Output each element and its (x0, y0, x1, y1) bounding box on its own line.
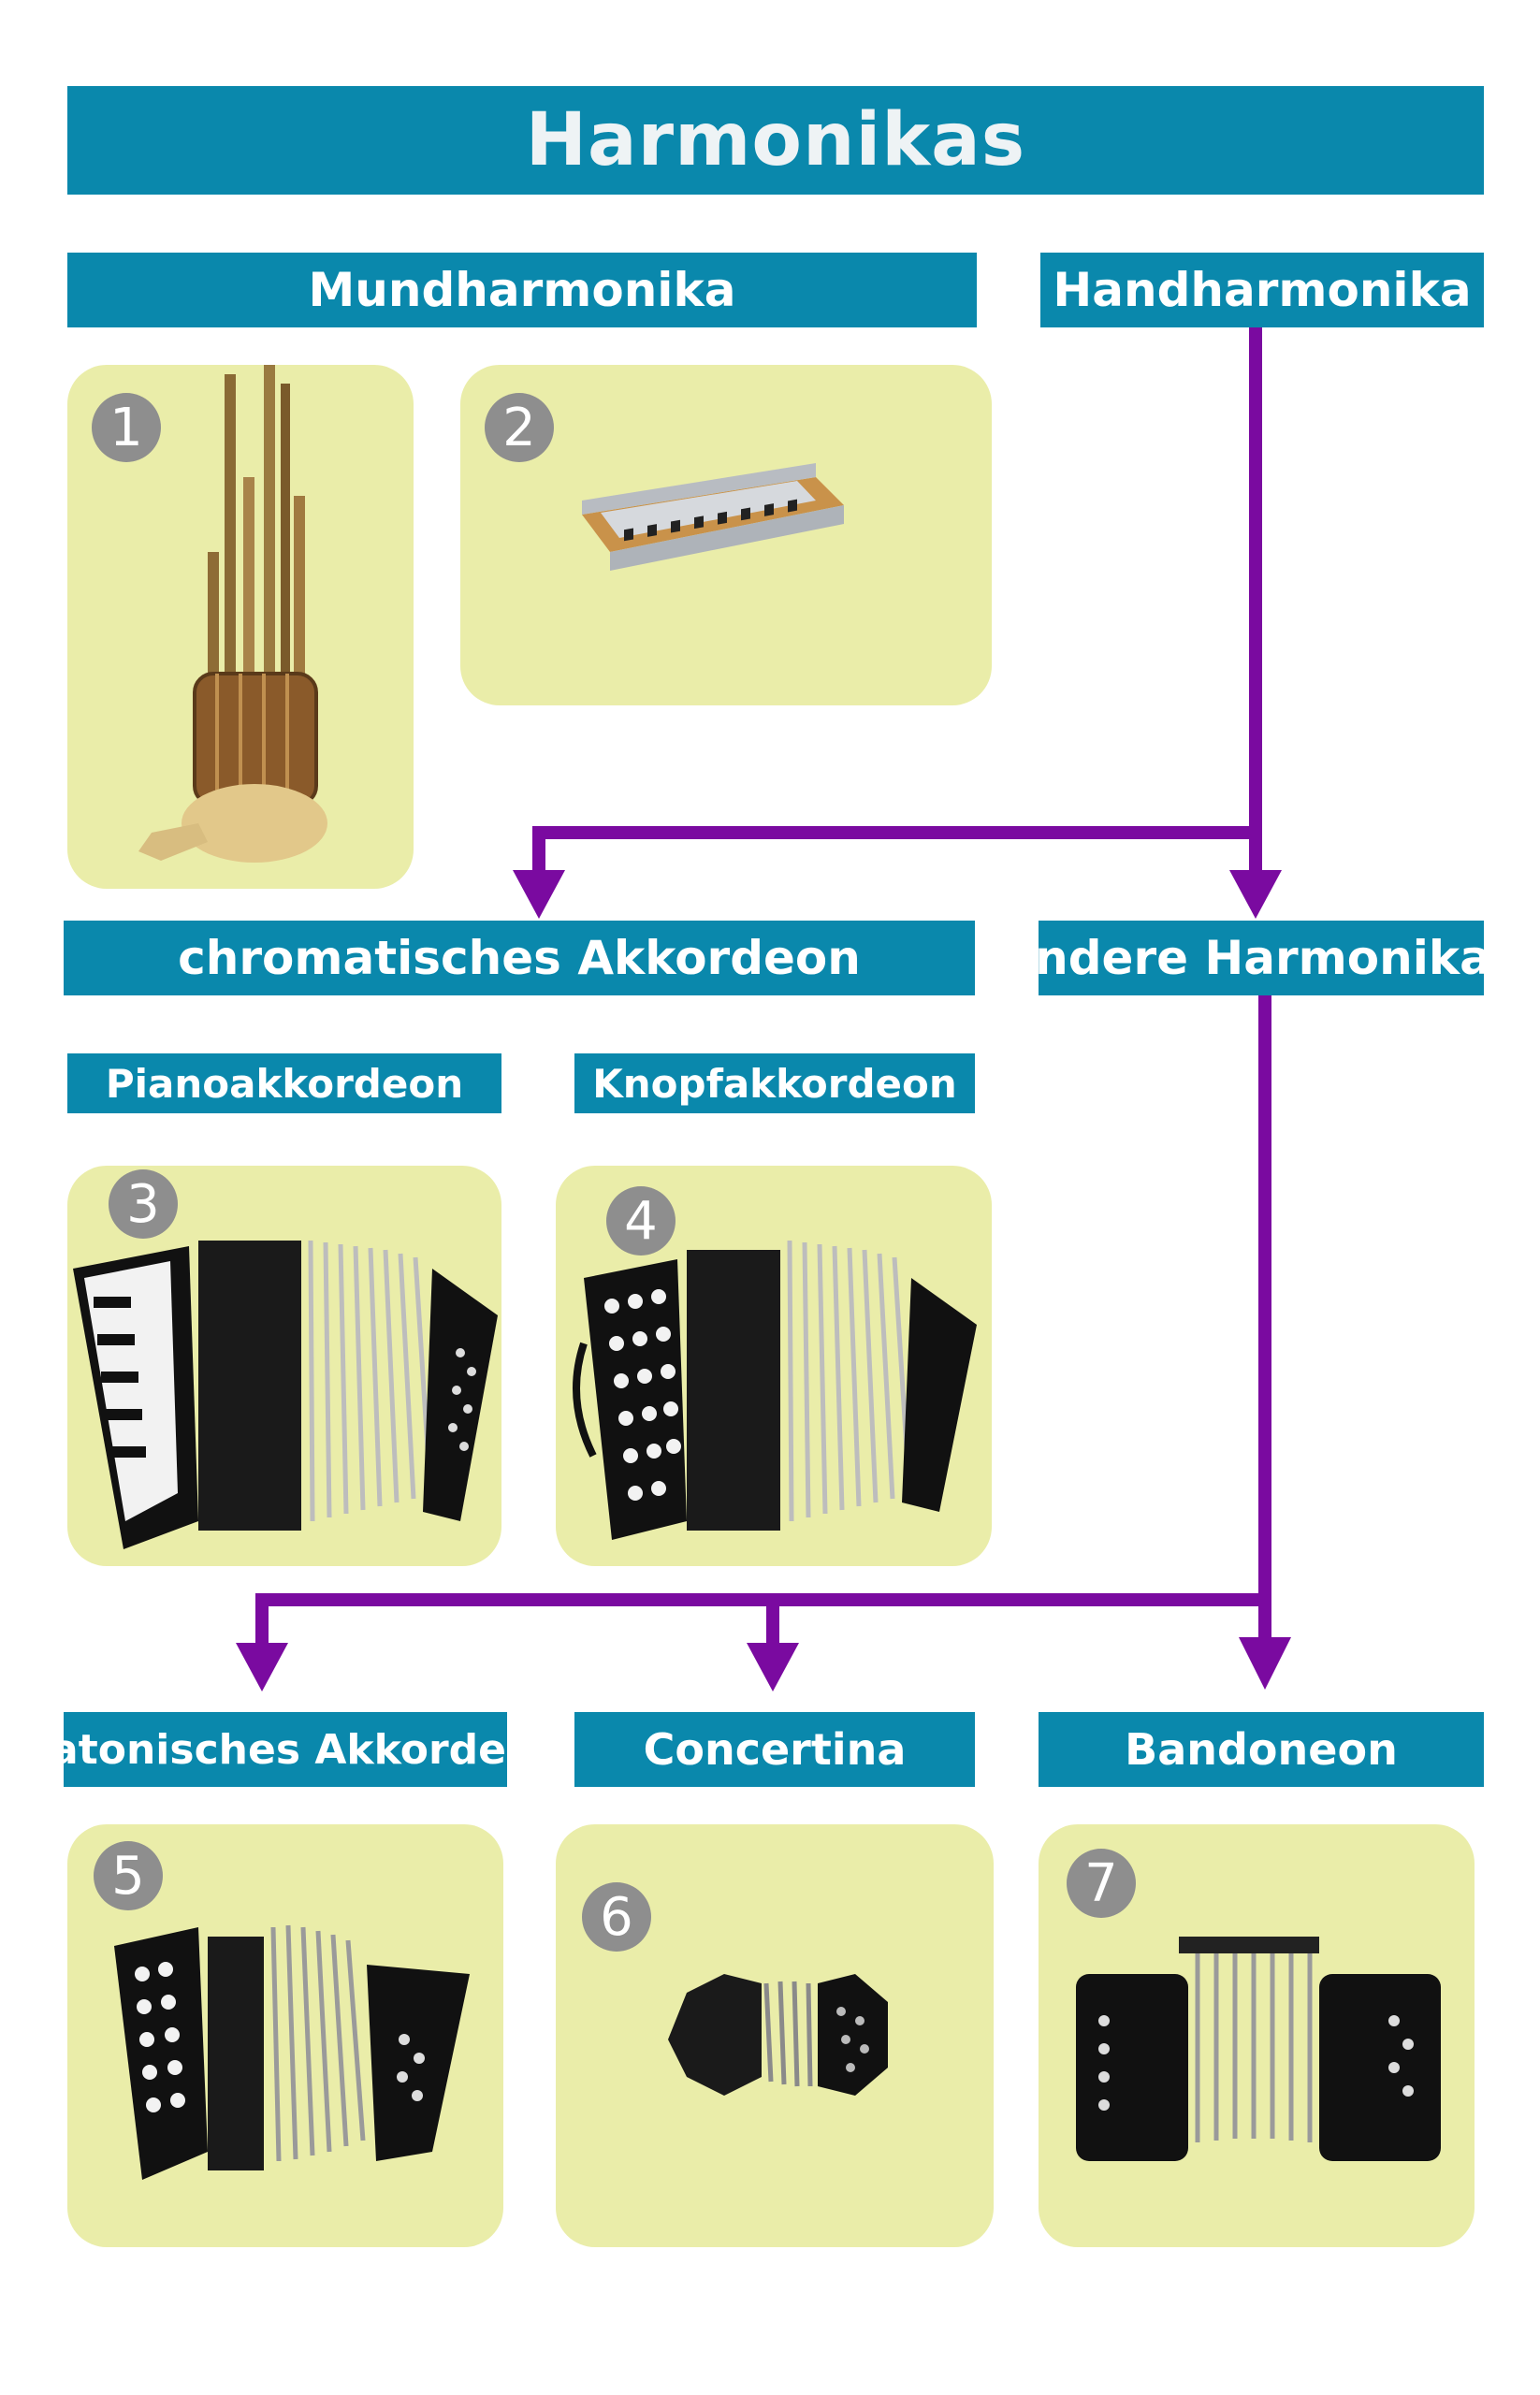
card-concertina: 6 (556, 1824, 994, 2247)
header-chromatisches-akkordeon: chromatisches Akkordeon (64, 921, 975, 995)
header-diatonisches-akkordeon: diatonisches Akkordeon (64, 1712, 507, 1787)
arrowhead-bandoneon (1239, 1637, 1291, 1690)
header-pianoakkordeon: Pianoakkordeon (67, 1053, 501, 1113)
card-harmonica: 2 (460, 365, 992, 705)
header-handharmonika: Handharmonika (1040, 253, 1484, 327)
header-knopfakkordeon: Knopfakkordeon (574, 1053, 975, 1113)
header-bandoneon: Bandoneon (1039, 1712, 1484, 1787)
button-accordion-image (573, 1240, 977, 1540)
arrowhead-chromatisch (513, 870, 565, 919)
badge-4: 4 (606, 1186, 676, 1256)
bandoneon-image (1076, 1937, 1441, 2161)
header-andere-harmonikas: andere Harmonikas (1039, 921, 1484, 995)
harmonica-image (582, 463, 844, 571)
badge-7: 7 (1067, 1849, 1136, 1918)
badge-3: 3 (109, 1169, 178, 1239)
badge-6: 6 (582, 1882, 651, 1952)
header-mundharmonika: Mundharmonika (67, 253, 977, 327)
badge-2: 2 (485, 393, 554, 462)
arrowhead-andere (1229, 870, 1282, 919)
card-diatonic-accordion: 5 (67, 1824, 503, 2247)
card-sheng: 1 (67, 365, 414, 889)
concertina-image (668, 1974, 888, 2096)
diatonic-accordion-image (114, 1924, 470, 2180)
sheng-image (138, 365, 327, 863)
diagram-title: Harmonikas (67, 86, 1484, 195)
card-button-accordion: 4 (556, 1166, 992, 1566)
badge-1: 1 (92, 393, 161, 462)
header-concertina: Concertina (574, 1712, 975, 1787)
arrowhead-diatonisch (236, 1643, 288, 1691)
piano-accordion-image (73, 1240, 498, 1549)
arrowhead-concertina (747, 1643, 799, 1691)
card-piano-accordion: 3 (67, 1166, 501, 1566)
badge-5: 5 (94, 1841, 163, 1910)
card-bandoneon: 7 (1039, 1824, 1475, 2247)
